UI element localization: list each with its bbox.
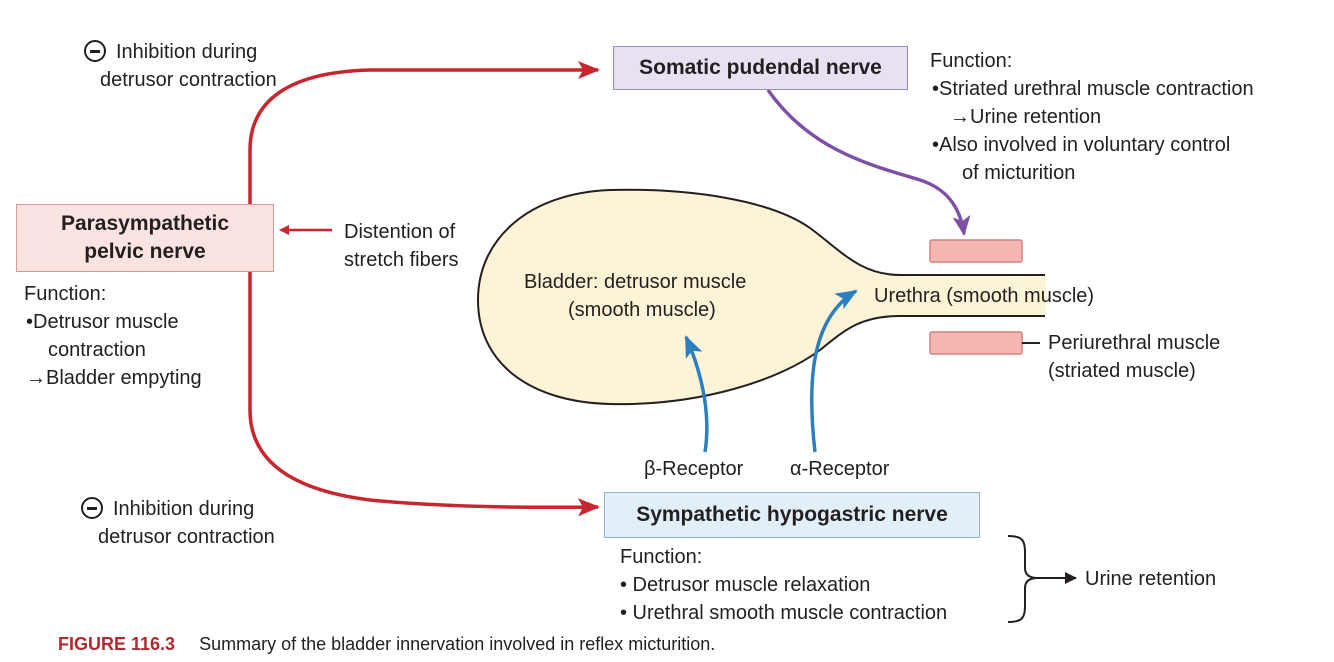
somatic-function-line3: •Also involved in voluntary control bbox=[932, 134, 1231, 156]
figure-caption: FIGURE 116.3 Summary of the bladder inner… bbox=[58, 632, 715, 656]
inhibition-top-line2: detrusor contraction bbox=[100, 69, 277, 91]
parasympathetic-upper-arrow bbox=[248, 61, 600, 205]
parasympathetic-nerve-box: Parasympathetic pelvic nerve bbox=[16, 204, 274, 272]
periurethral-muscle-bottom bbox=[929, 331, 1023, 355]
para-function-line3: →Bladder empyting bbox=[26, 367, 202, 389]
somatic-function-line2: →Urine retention bbox=[950, 106, 1102, 128]
somatic-function-line1: •Striated urethral muscle contraction bbox=[932, 78, 1254, 100]
minus-circle-icon bbox=[84, 40, 106, 62]
figure-caption-text: Summary of the bladder innervation invol… bbox=[199, 634, 716, 654]
urethra-label: Urethra (smooth muscle) bbox=[874, 285, 1095, 307]
periurethral-label-line2: (striated muscle) bbox=[1048, 360, 1196, 382]
para-function-line2: contraction bbox=[48, 339, 146, 361]
fill-patch bbox=[1000, 277, 1046, 314]
para-function-heading: Function: bbox=[24, 283, 107, 305]
somatic-nerve-label: Somatic pudendal nerve bbox=[639, 56, 882, 79]
para-function-line1: •Detrusor muscle bbox=[26, 311, 179, 333]
inhibition-bottom-label: Inhibition during bbox=[81, 495, 254, 523]
function-bracket bbox=[1007, 535, 1039, 623]
somatic-nerve-box: Somatic pudendal nerve bbox=[613, 46, 908, 90]
distention-line2: stretch fibers bbox=[344, 249, 459, 271]
sympathetic-nerve-label: Sympathetic hypogastric nerve bbox=[636, 503, 948, 526]
beta-receptor-arrow bbox=[684, 335, 709, 453]
urine-retention-label: Urine retention bbox=[1085, 568, 1217, 590]
bladder-shape bbox=[476, 188, 1045, 406]
bladder-label-line2: (smooth muscle) bbox=[568, 299, 716, 321]
sympathetic-nerve-box: Sympathetic hypogastric nerve bbox=[604, 492, 980, 538]
inhibition-bottom-line2: detrusor contraction bbox=[98, 526, 275, 548]
bladder-label-line1: Bladder: detrusor muscle bbox=[524, 271, 747, 293]
alpha-receptor-arrow bbox=[809, 289, 858, 453]
somatic-function-line4: of micturition bbox=[962, 162, 1076, 184]
somatic-function-heading: Function: bbox=[930, 50, 1013, 72]
sympathetic-function-heading: Function: bbox=[620, 546, 703, 568]
parasympathetic-lower-arrow bbox=[248, 270, 600, 517]
inhibition-top-label: Inhibition during bbox=[84, 38, 257, 66]
periurethral-muscle-top bbox=[929, 239, 1023, 263]
sympathetic-function-line2: • Urethral smooth muscle contraction bbox=[620, 602, 948, 624]
sympathetic-function-line1: • Detrusor muscle relaxation bbox=[620, 574, 871, 596]
alpha-receptor-label: α-Receptor bbox=[790, 458, 890, 480]
figure-number: FIGURE 116.3 bbox=[58, 634, 176, 654]
somatic-arrow bbox=[766, 88, 971, 236]
minus-circle-icon bbox=[81, 497, 103, 519]
parasympathetic-label-line2: pelvic nerve bbox=[84, 240, 206, 263]
parasympathetic-label-line1: Parasympathetic bbox=[60, 212, 230, 235]
beta-receptor-label: β-Receptor bbox=[644, 458, 744, 480]
distention-line1: Distention of bbox=[344, 221, 456, 243]
periurethral-label-line1: Periurethral muscle bbox=[1048, 332, 1221, 354]
